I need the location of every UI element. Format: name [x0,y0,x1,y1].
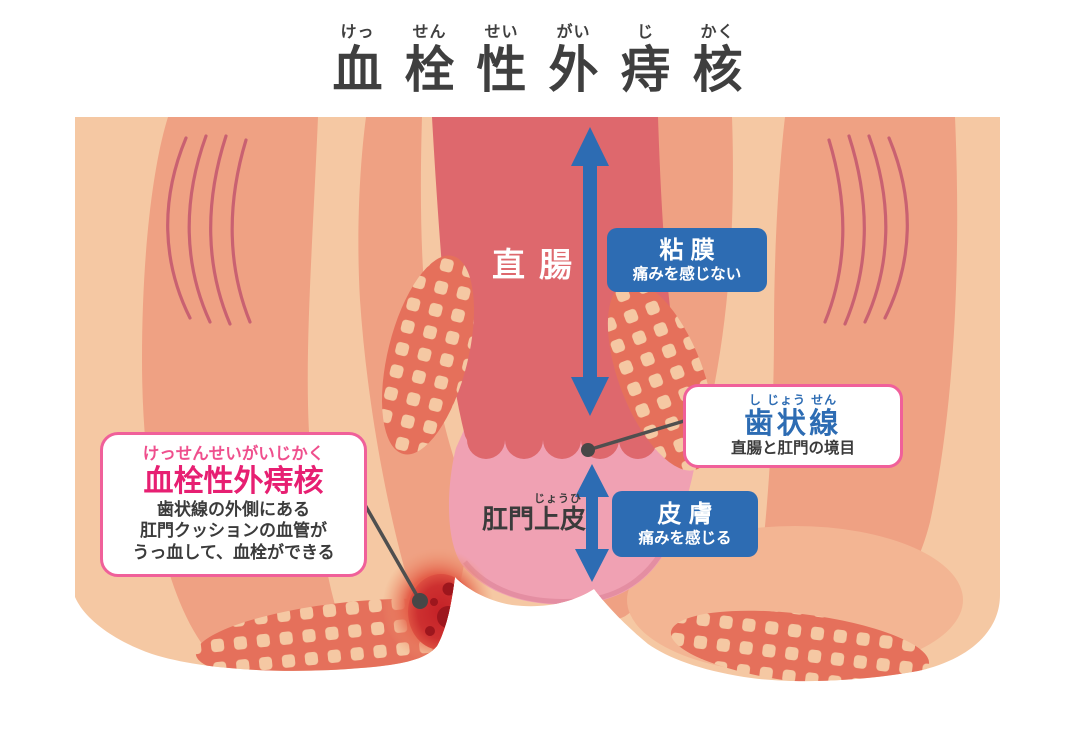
skin-title: 皮膚 [657,500,720,529]
title-kanji: 栓 [404,41,455,99]
skin-info-box: 皮膚 痛みを感じる [612,491,758,557]
dentate-subtitle: 直腸と肛門の境目 [730,439,855,458]
rectum-label: 直腸 [492,245,586,284]
title-char: じ痔 [621,24,671,96]
skin-range-arrow [575,464,609,582]
title-char: かく核 [693,24,743,96]
anal-canal-shape [448,430,700,605]
dentate-leader-line [587,419,685,452]
title-furigana: けっ [340,22,375,41]
hemorrhoid-desc-line: 肛門クッションの血管が [140,521,327,542]
mucosa-title: 粘膜 [659,236,722,265]
dentate-line-callout: し じょう せん 歯状線 直腸と肛門の境目 [683,384,903,468]
hemorrhoid-furigana: けっせんせいがいじかく [142,444,325,464]
skin-subtitle: 痛みを感じる [638,529,732,548]
anal-epithelium-label: じょうひ 肛門上皮 [482,493,586,535]
title-char: せい性 [477,24,527,96]
mucosa-info-box: 粘膜 痛みを感じない [607,228,767,292]
title-furigana: せん [412,22,447,41]
mucosa-range-arrow [571,127,609,416]
mucosa-subtitle: 痛みを感じない [632,265,742,284]
title-char: けっ血 [333,24,383,96]
title-kanji: 痔 [620,41,671,99]
title-char: せん栓 [405,24,455,96]
dentate-title: 歯状線 [744,406,842,441]
anal-epithelium-text: 肛門上皮 [482,505,587,535]
hemorrhoid-desc-line: うっ血して、血栓ができる [132,542,335,563]
hemorrhoid-desc-line: 歯状線の外側にある [157,500,310,521]
title-furigana: じ [636,22,654,41]
hemorrhoid-title: 血栓性外痔核 [143,464,324,500]
title-furigana: せい [484,22,519,41]
dentate-furigana: し じょう せん [748,393,838,408]
title-kanji: 外 [548,41,599,99]
title-furigana: がい [556,22,591,41]
title-char: がい外 [549,24,599,96]
hemorrhoid-leader-dot [412,593,428,609]
cushion-upper-left [382,255,474,455]
title-kanji: 血 [332,41,383,99]
anal-epithelium-furigana: じょうひ [534,492,582,505]
hemorrhoid-callout: けっせんせいがいじかく 血栓性外痔核 歯状線の外側にある 肛門クッションの血管が… [100,432,367,577]
title-kanji: 性 [476,41,527,99]
page-title: けっ血 せん栓 せい性 がい外 じ痔 かく核 [0,24,1075,96]
hemorrhoid-leader-line [363,504,422,602]
muscle-striations-right [823,134,909,326]
title-furigana: かく [700,22,735,41]
cushion-lower-right [670,610,930,682]
muscle-striations-left [166,134,252,326]
dentate-leader-dot [581,443,595,457]
title-kanji: 核 [692,41,743,99]
